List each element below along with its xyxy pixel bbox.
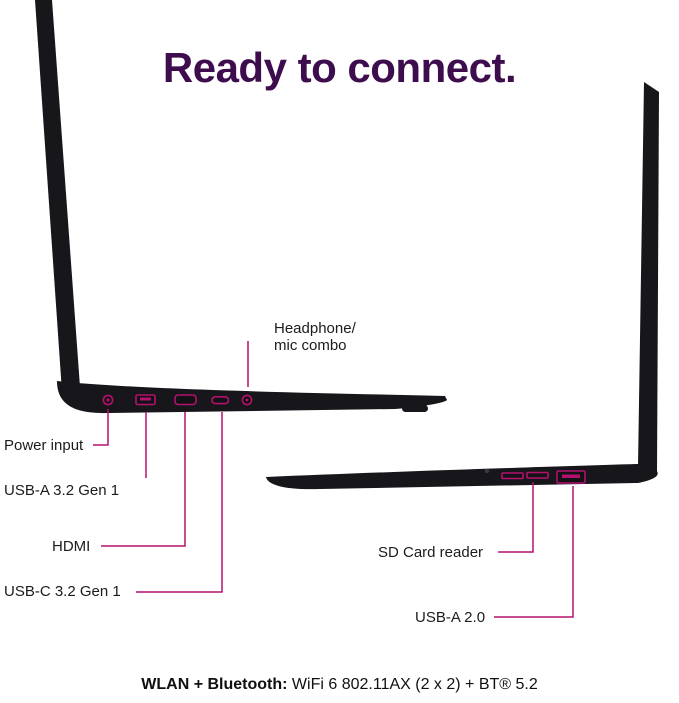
laptop-left-base — [57, 381, 447, 414]
headphone-label-line2: mic combo — [274, 337, 347, 354]
laptop-right-base — [266, 464, 658, 490]
callout-line-usb-a-20 — [494, 486, 574, 618]
hdmi-port-icon — [174, 394, 197, 406]
laptop-right-side-view — [266, 82, 659, 490]
callout-line-hdmi — [101, 412, 186, 547]
usb-a-32-gen1-label: USB-A 3.2 Gen 1 — [4, 482, 120, 499]
page-title: Ready to connect. — [162, 44, 517, 91]
wlan-bluetooth-spec-value: WiFi 6 802.11AX (2 x 2) + BT® 5.2 — [291, 676, 538, 693]
callout-line-usb-c-32 — [136, 412, 223, 593]
sd-card-reader-label: SD Card reader — [378, 544, 484, 561]
wlan-bluetooth-spec: WLAN + Bluetooth: WiFi 6 802.11AX (2 x 2… — [0, 676, 679, 694]
headphone-label-line1: Headphone/ — [274, 320, 356, 337]
usb-a-2-port-icon — [556, 470, 586, 484]
wlan-bluetooth-spec-label: WLAN + Bluetooth: — [141, 676, 288, 693]
power-port-icon — [102, 394, 114, 406]
hdmi-label: HDMI — [52, 538, 91, 555]
callout-line-sd-card — [498, 482, 534, 553]
callout-line-power — [93, 409, 109, 446]
headphone-port-icon — [241, 394, 253, 406]
usb-a-port-icon — [135, 394, 156, 406]
sd-card-slot-icon — [501, 471, 549, 480]
laptop-right-screen — [638, 82, 659, 473]
power-input-label: Power input — [4, 437, 84, 454]
laptop-left-foot — [402, 405, 428, 412]
usb-c-32-gen1-label: USB-C 3.2 Gen 1 — [4, 583, 121, 600]
laptop-left-side-view — [35, 0, 447, 414]
headphone-mic-combo-label: Headphone/ mic combo — [274, 320, 356, 354]
indicator-dot — [484, 468, 490, 474]
laptop-left-screen — [35, 0, 80, 392]
usb-a-20-label: USB-A 2.0 — [415, 609, 486, 626]
usb-c-port-icon — [211, 395, 230, 405]
